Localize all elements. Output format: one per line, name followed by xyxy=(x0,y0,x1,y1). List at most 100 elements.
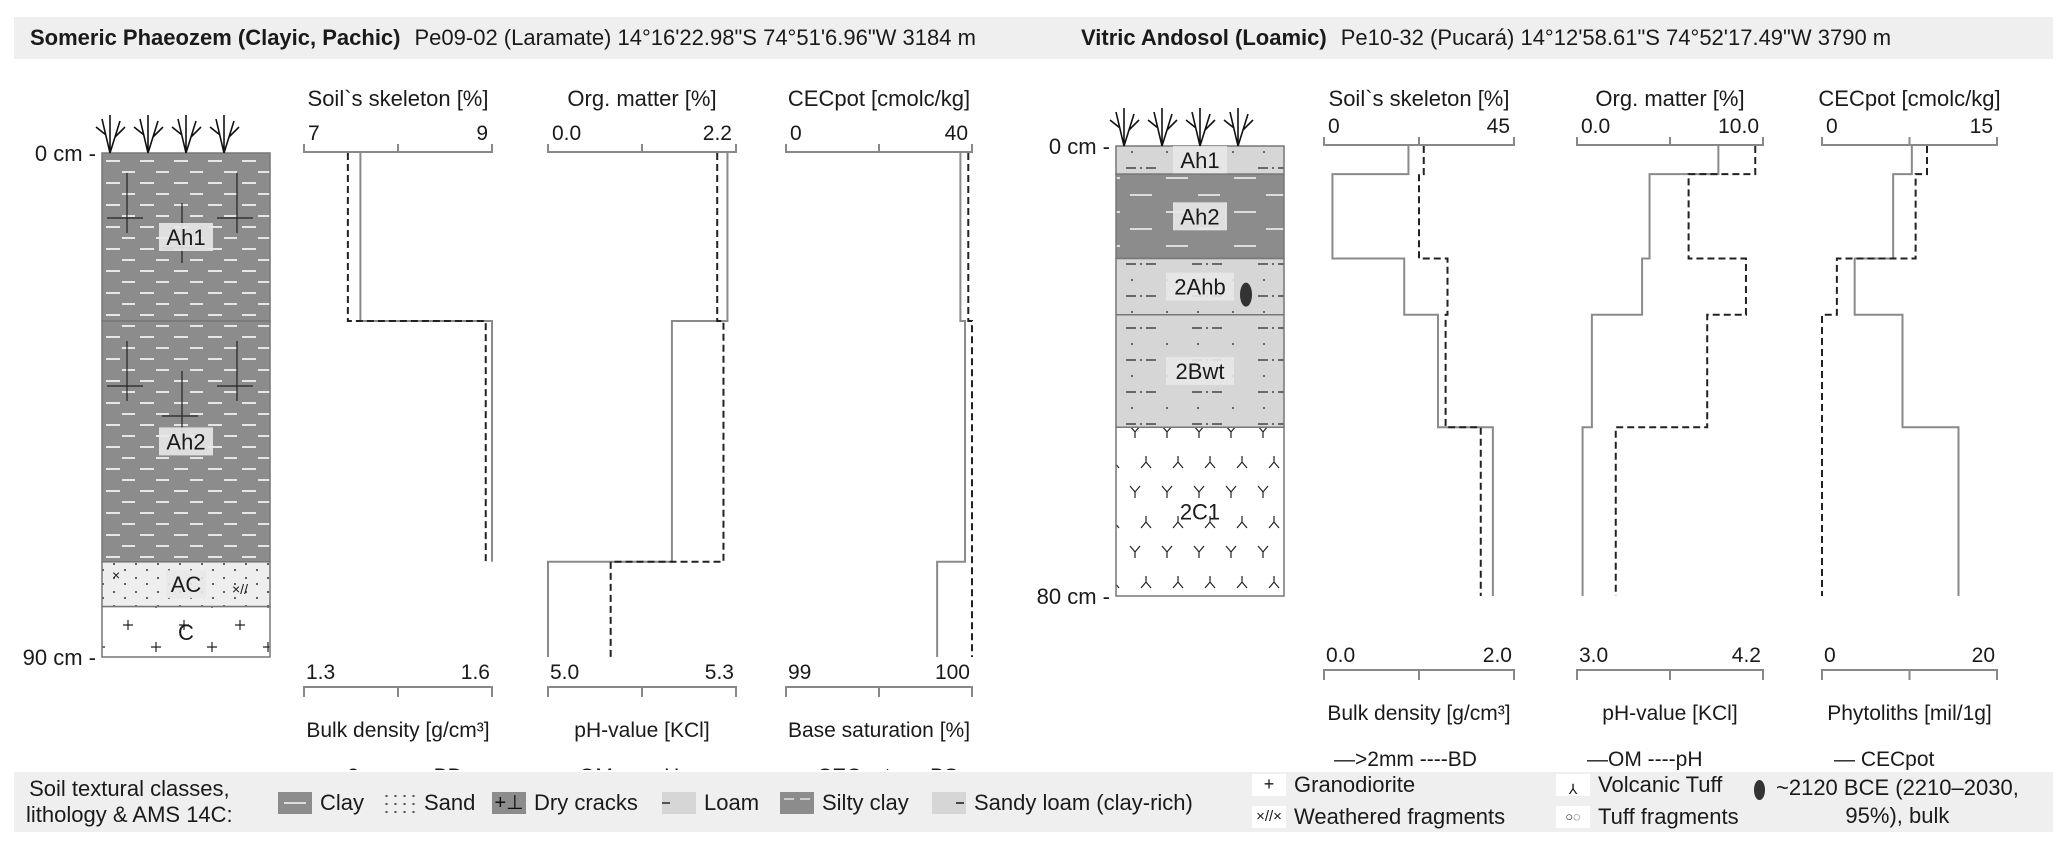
horizon-fill xyxy=(101,605,271,658)
plot-legend: —>2mm ----BD xyxy=(1334,748,1477,770)
horizon-label: Ah1 xyxy=(166,225,205,250)
top-axis-tick-max: 10.0 xyxy=(1718,115,1759,138)
horizon-label: 2Ahb xyxy=(1174,275,1225,300)
top-axis-tick-min: 0 xyxy=(1328,115,1340,138)
horizon-ah1: Ah1 xyxy=(101,152,271,322)
bottom-axis-label: pH-value [KCl] xyxy=(574,719,709,742)
legend-granodiorite: Granodiorite xyxy=(1294,772,1416,797)
legend-ams-2: 95%), bulk xyxy=(1845,803,1950,828)
horizon-c: C xyxy=(101,605,271,658)
top-axis xyxy=(1821,137,1998,146)
bottom-axis xyxy=(785,686,973,697)
shrub-icon xyxy=(1185,108,1216,147)
bottom-axis xyxy=(303,686,493,697)
clay-swatch-icon xyxy=(278,792,312,814)
legend-tuff: Volcanic Tuff xyxy=(1598,772,1723,797)
legend-sandy-loam: Sandy loam (clay-rich) xyxy=(974,790,1193,815)
top-axis-tick-min: 0.0 xyxy=(552,122,581,145)
legend-heading-1: Soil textural classes, xyxy=(29,776,230,801)
horizon-ah2: Ah2 xyxy=(101,320,271,563)
series-bd xyxy=(1418,146,1482,596)
bottom-axis-tick-max: 4.2 xyxy=(1732,644,1761,667)
plot-legend-solid: — CECpot xyxy=(1834,748,1935,770)
bottom-axis-label: Bulk density [g/cm³] xyxy=(306,719,489,742)
plot-title: Soil`s skeleton [%] xyxy=(1329,86,1510,111)
top-axis-tick-max: 2.2 xyxy=(703,122,732,145)
plot-title: CECpot [cmolc/kg] xyxy=(1818,86,2000,111)
bottom-axis-label: Base saturation [%] xyxy=(788,719,970,742)
legend-weathered: Weathered fragments xyxy=(1294,804,1506,829)
top-axis xyxy=(1576,137,1764,146)
bottom-axis-tick-min: 1.3 xyxy=(306,661,335,684)
legend-sand: Sand xyxy=(424,790,476,815)
bottom-axis xyxy=(1323,669,1515,680)
dry-crack-icon xyxy=(217,173,253,233)
plot-legend: —OM ---- pH xyxy=(558,765,679,770)
top-axis xyxy=(785,144,973,153)
dry-crack-icon xyxy=(162,371,198,431)
bottom-axis-label: Bulk density [g/cm³] xyxy=(1327,702,1510,725)
weathered-fragments-swatch-icon: ×//× xyxy=(1252,806,1286,828)
volcanic-tuff-swatch-icon: ⅄ xyxy=(1556,774,1590,797)
series-cecpot xyxy=(1853,146,1960,596)
top-axis-tick-max: 9 xyxy=(476,122,488,145)
shrub-icon xyxy=(171,115,202,154)
series-cecpot xyxy=(936,153,967,657)
plot-legend: —OM ----pH xyxy=(1587,748,1702,770)
granodiorite-swatch-icon: + xyxy=(1252,774,1286,796)
horizon-ac: ××//AC xyxy=(101,561,271,608)
top-axis xyxy=(547,144,737,153)
horizon-label: Ah2 xyxy=(166,429,205,454)
horizon-label: 2C1 xyxy=(1180,500,1220,525)
horizon-ah2: Ah2 xyxy=(1115,173,1285,260)
series-ph xyxy=(1614,146,1757,596)
dry-cracks-swatch-icon: +⊥ xyxy=(492,792,526,814)
horizon-2c1: 2C1 xyxy=(1115,426,1285,597)
top-axis-tick-min: 0.0 xyxy=(1581,115,1610,138)
series-tot-phytoliths xyxy=(1821,146,1928,596)
legend-loam: Loam xyxy=(704,790,760,815)
loam-swatch-icon xyxy=(662,792,696,814)
bottom-axis-tick-min: 5.0 xyxy=(550,661,579,684)
dry-crack-icon xyxy=(107,341,143,401)
horizon-fill xyxy=(1115,426,1285,597)
bottom-axis xyxy=(1576,669,1764,680)
dry-crack-icon xyxy=(107,173,143,233)
series--2mm xyxy=(359,153,493,562)
depth-label-bottom: 80 cm - xyxy=(1037,584,1110,609)
bottom-axis-tick-max: 20 xyxy=(1972,644,1995,667)
dry-crack-icon xyxy=(217,341,253,401)
profile2-header: Vitric Andosol (Loamic) Pe10-32 (Pucará)… xyxy=(1037,17,2053,59)
ams14c-sample-icon xyxy=(1240,282,1252,307)
bottom-axis-label: Phytoliths [mil/1g] xyxy=(1827,702,1992,725)
plot-legend: —>2mm ---- BD xyxy=(314,765,463,770)
plot-title: Soil`s skeleton [%] xyxy=(308,86,489,111)
series-bd xyxy=(346,153,487,562)
weathered-fragment-icon: ×// xyxy=(232,581,248,597)
vegetation-icon xyxy=(95,115,240,154)
legend-silty-clay: Silty clay xyxy=(822,790,909,815)
ams14c-sample-icon xyxy=(1754,780,1765,800)
horizon-label: AC xyxy=(171,572,202,597)
horizon-2bwt: 2Bwt xyxy=(1115,314,1285,428)
silty-clay-swatch-icon xyxy=(780,792,814,814)
shrub-icon xyxy=(95,115,126,154)
horizon-label-bg xyxy=(1166,272,1234,301)
bottom-axis-tick-max: 100 xyxy=(935,661,970,684)
legend-bar: Soil textural classes, lithology & AMS 1… xyxy=(14,772,2053,832)
bottom-axis xyxy=(1821,669,1998,680)
shrub-icon xyxy=(1147,108,1178,147)
depth-label-bottom: 90 cm - xyxy=(23,645,96,670)
series-om xyxy=(1581,146,1720,596)
profile1-header: Someric Phaeozem (Clayic, Pachic) Pe09-0… xyxy=(14,17,1037,59)
plot-legend: —CECpot ---- BS xyxy=(796,765,958,770)
horizon-label-bg xyxy=(1173,146,1227,175)
top-axis-tick-max: 40 xyxy=(945,122,968,145)
horizon-ah1: Ah1 xyxy=(1115,145,1285,175)
horizon-label-bg xyxy=(1166,357,1234,385)
legend-tuff-fragments: Tuff fragments xyxy=(1598,804,1739,829)
legend-dry-cracks: Dry cracks xyxy=(534,790,638,815)
